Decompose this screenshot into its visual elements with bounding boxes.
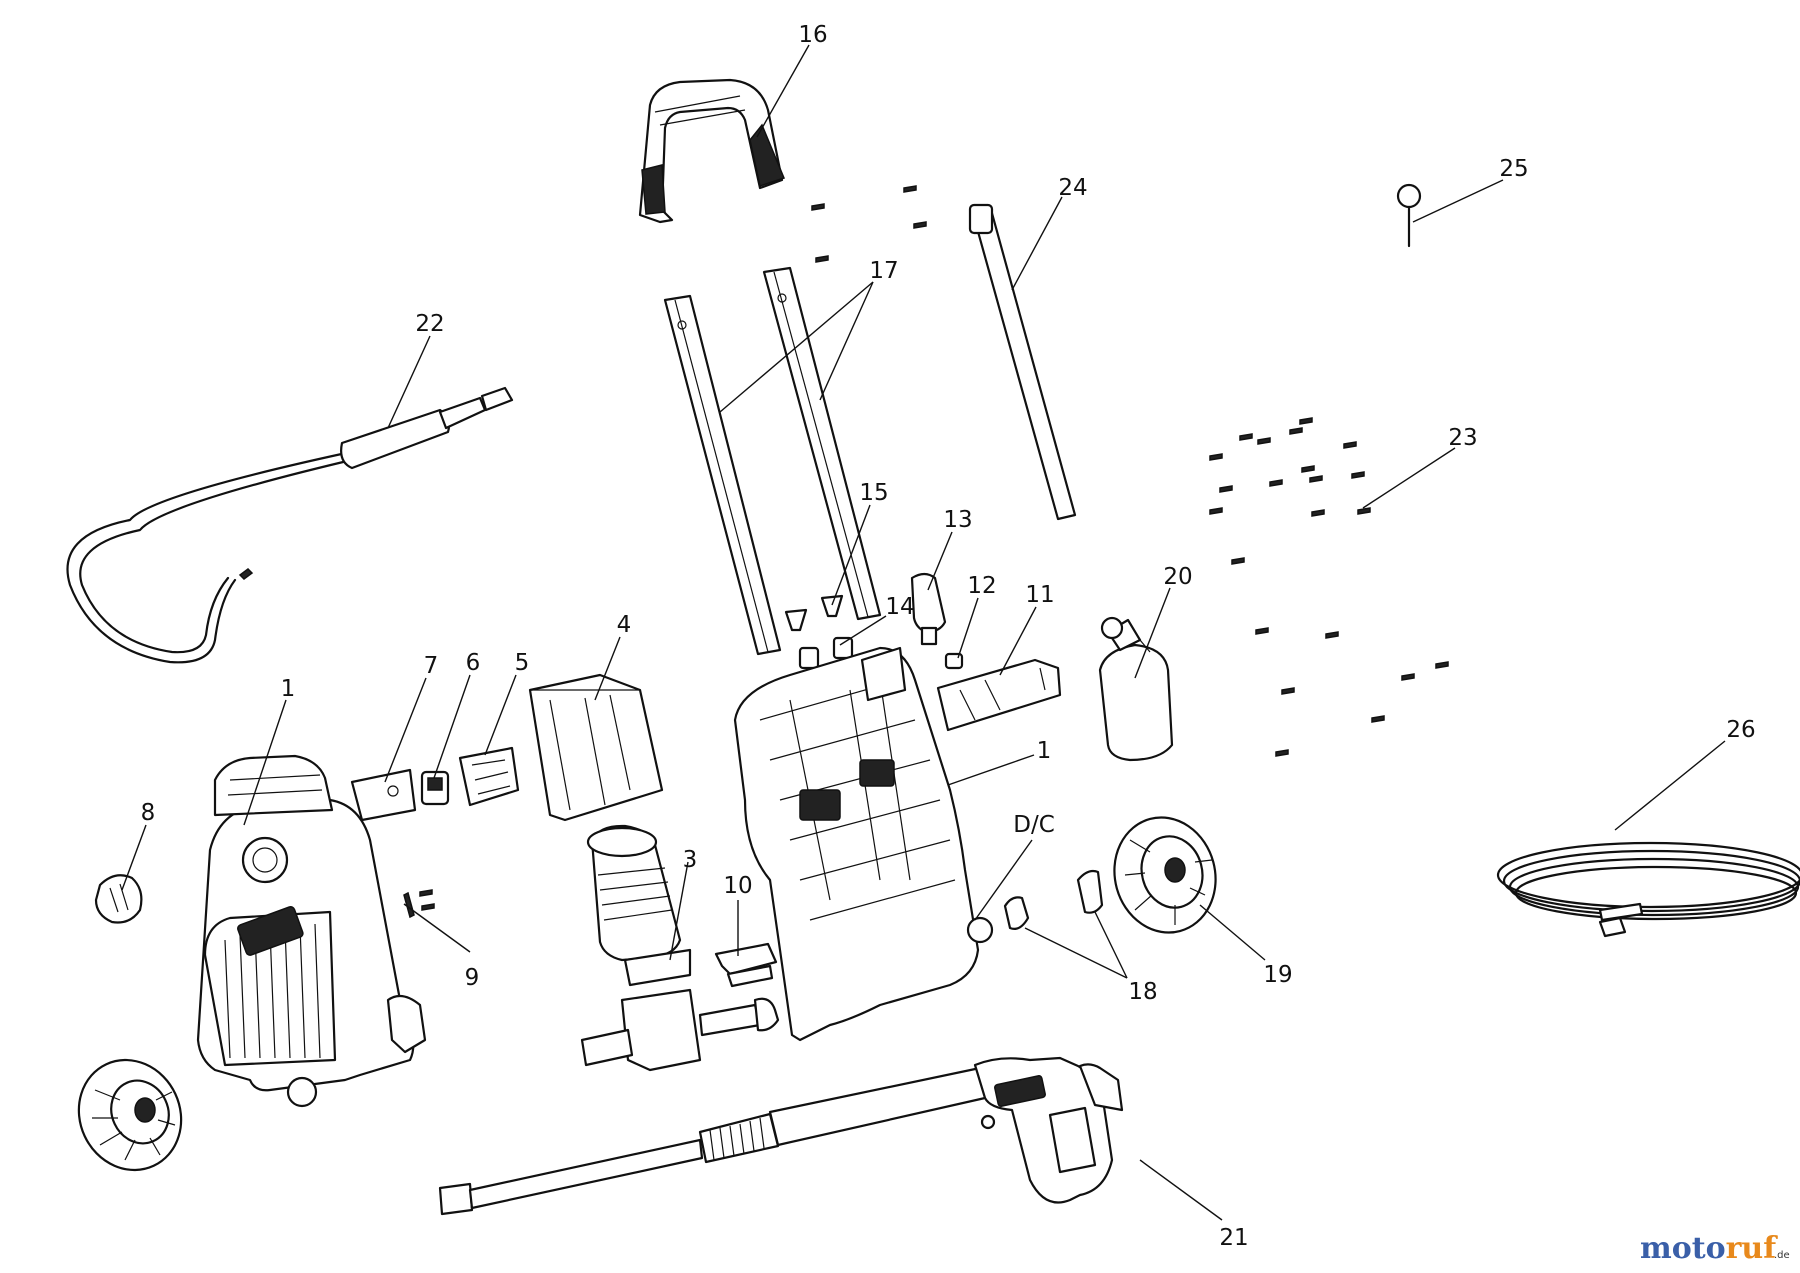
callout-18: 18 <box>1128 979 1157 1005</box>
callout-12: 12 <box>967 573 996 599</box>
callout-24: 24 <box>1058 175 1087 201</box>
part-10-clip <box>714 942 778 988</box>
callout-13: 13 <box>943 507 972 533</box>
part-8-knob <box>94 874 143 924</box>
part-1-housing-front <box>196 754 427 1108</box>
part-17-rails <box>663 266 882 656</box>
part-6-switch <box>420 770 450 806</box>
leader-lines <box>121 44 1726 1221</box>
callout-26: 26 <box>1726 717 1755 743</box>
svg-text:motoruf: motoruf <box>1640 1231 1778 1266</box>
callout-7: 7 <box>424 653 439 679</box>
part-25-pin <box>1396 183 1422 248</box>
part-14-nozzle-holders <box>798 636 854 670</box>
part-15-nozzle-tips <box>784 594 844 632</box>
callout-14: 14 <box>885 594 914 620</box>
callout-5: 5 <box>515 650 530 676</box>
wheel-left <box>77 1058 183 1172</box>
callout-dc: D/C <box>1013 812 1055 838</box>
part-22-hose-assembly <box>66 386 514 664</box>
callout-19: 19 <box>1263 962 1292 988</box>
callout-6: 6 <box>466 650 481 676</box>
callout-9: 9 <box>465 965 480 991</box>
callout-22: 22 <box>415 311 444 337</box>
callout-8: 8 <box>141 800 156 826</box>
part-11-bracket <box>936 658 1062 732</box>
part-24-rod <box>968 203 1077 521</box>
callout-16: 16 <box>798 22 827 48</box>
callout-1-left: 1 <box>281 676 296 702</box>
part-16-handle <box>638 78 786 224</box>
part-9-screws <box>403 889 435 919</box>
part-5-switch-block <box>458 746 520 807</box>
callout-11: 11 <box>1025 582 1054 608</box>
part-1-housing-rear <box>733 646 994 1042</box>
watermark-logo[interactable]: motoruf .de <box>1640 1231 1790 1266</box>
watermark-suffix: .de <box>1774 1250 1790 1261</box>
part-13-turbo-nozzle <box>910 572 947 646</box>
callout-15: 15 <box>859 480 888 506</box>
part-7-plate <box>350 768 417 822</box>
callout-20: 20 <box>1163 564 1192 590</box>
part-19-wheel <box>1113 816 1217 934</box>
callout-21: 21 <box>1219 1225 1248 1251</box>
watermark-part2: ruf <box>1726 1231 1779 1266</box>
callout-10: 10 <box>723 873 752 899</box>
part-20-detergent-bottle <box>1098 616 1174 762</box>
part-21-spray-gun <box>438 1056 1124 1216</box>
part-18-covers <box>1003 869 1104 930</box>
part-4-block <box>528 673 664 822</box>
part-26-hose-coil <box>1496 841 1800 938</box>
callout-17: 17 <box>869 258 898 284</box>
callout-1-right: 1 <box>1037 738 1052 764</box>
part-12-fitting <box>944 652 964 670</box>
part-3-motor-pump <box>580 824 780 1072</box>
callout-25: 25 <box>1499 156 1528 182</box>
callout-4: 4 <box>617 612 632 638</box>
callout-23: 23 <box>1448 425 1477 451</box>
callout-3: 3 <box>683 847 698 873</box>
screws-top <box>811 185 927 263</box>
callout-labels: 16 17 24 25 22 23 15 13 12 14 11 20 4 7 … <box>141 22 1756 1251</box>
watermark-part1: moto <box>1640 1231 1726 1266</box>
part-23-screws-cluster <box>1209 417 1449 757</box>
